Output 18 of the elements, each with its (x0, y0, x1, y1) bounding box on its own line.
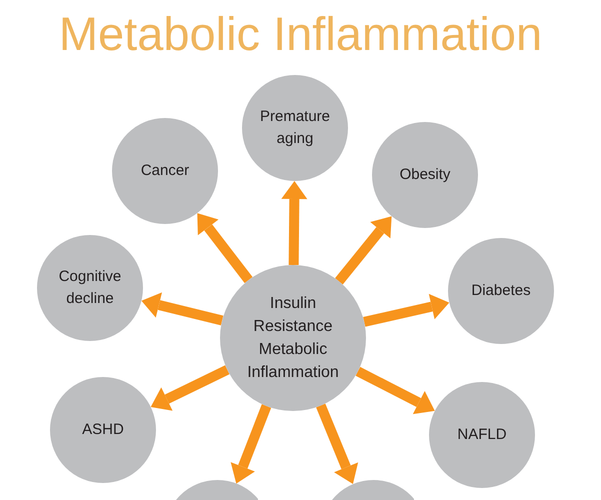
node-label: Premature aging (258, 107, 332, 149)
arrow (230, 404, 272, 484)
node-label: Diabetes (470, 281, 532, 301)
node-label: ASHD (81, 420, 125, 440)
arrow (150, 365, 230, 411)
arrow (281, 181, 308, 266)
arrow (363, 294, 450, 327)
arrow (335, 216, 392, 284)
node-label: NAFLD (456, 425, 508, 445)
node-label: Insulin Resistance Metabolic Inflammation (246, 294, 340, 383)
node-label: Cancer (140, 161, 190, 181)
arrow (141, 292, 224, 326)
arrow (356, 366, 435, 414)
diagram-title: Metabolic Inflammation (58, 7, 542, 60)
node-label: Cognitive decline (58, 267, 122, 309)
node-label: Obesity (398, 165, 452, 185)
arrow (197, 213, 253, 284)
arrow (316, 404, 358, 484)
